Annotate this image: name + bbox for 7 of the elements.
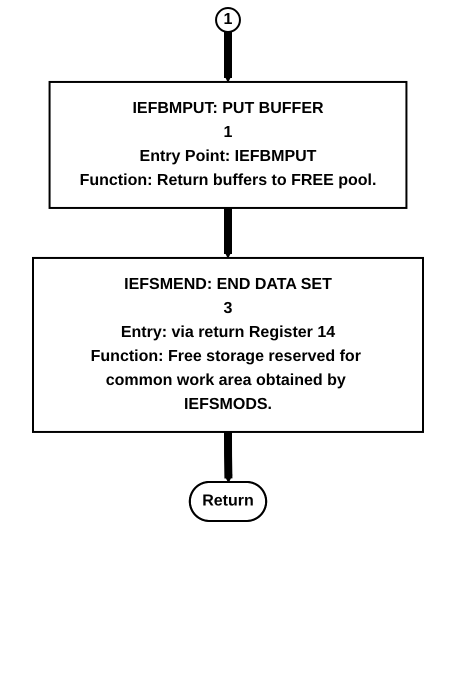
- arrow: [223, 32, 232, 82]
- arrow: [223, 432, 232, 483]
- node-box: [32, 256, 424, 433]
- node-circle: [214, 7, 240, 33]
- arrow: [223, 208, 232, 258]
- node-box: [48, 80, 407, 209]
- flowchart: 1 IEFBMPUT: PUT BUFFER 1 Entry Point: IEFBMPUT Function: Return buffers to FREE pool. IEFSMEND: END DATA SET 3 Entry: via return Register 14 Function: Free storage reserved for common work area obtained by IEFSMODS. Return: [24, 0, 430, 529]
